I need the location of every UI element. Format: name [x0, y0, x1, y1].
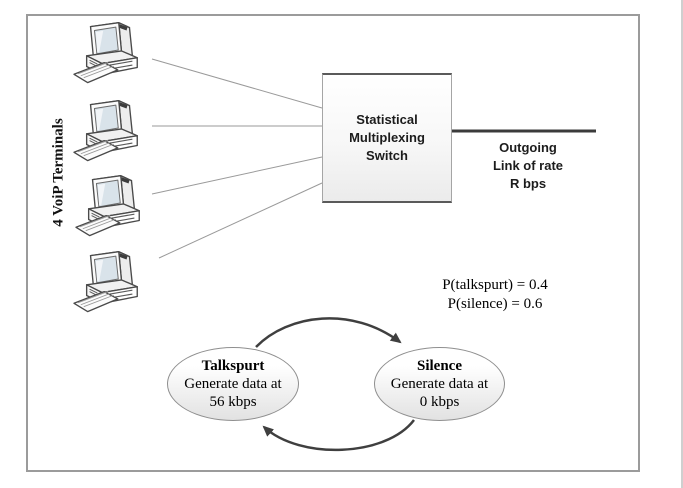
statistical-multiplexing-switch-box: Statistical Multiplexing Switch	[322, 73, 452, 203]
outgoing-link-label-line: Link of rate	[492, 158, 564, 173]
voip-terminal-icon	[71, 91, 149, 163]
outgoing-link-label: Outgoing Link of rate R bps	[463, 139, 593, 193]
screenshot-edge	[681, 0, 683, 488]
switch-label-line: Multiplexing	[349, 130, 425, 145]
voip-terminal-icon	[73, 166, 151, 238]
state-talkspurt: Talkspurt Generate data at 56 kbps	[167, 347, 299, 421]
state-name: Talkspurt	[201, 358, 265, 374]
switch-label-line: Statistical	[356, 112, 418, 127]
state-rate: 0 kbps	[419, 394, 460, 410]
terminals-label: 4 VoiP Terminals	[50, 118, 67, 227]
switch-label-line: Switch	[366, 148, 408, 163]
outgoing-link-label-line: Outgoing	[499, 140, 557, 155]
desktop-computer-icon	[71, 242, 149, 314]
voip-terminal-icon	[71, 13, 149, 85]
probability-annotations: P(talkspurt) = 0.4 P(silence) = 0.6	[405, 276, 585, 314]
prob-silence-text: P(silence) = 0.6	[447, 296, 543, 312]
state-rate: 56 kbps	[209, 394, 257, 410]
desktop-computer-icon	[71, 91, 149, 163]
desktop-computer-icon	[73, 166, 151, 238]
state-description: Generate data at	[390, 376, 489, 392]
prob-talkspurt-text: P(talkspurt) = 0.4	[442, 277, 548, 293]
voip-terminal-icon	[71, 242, 149, 314]
outgoing-link-label-line: R bps	[509, 176, 547, 191]
state-description: Generate data at	[184, 376, 282, 392]
state-silence: Silence Generate data at 0 kbps	[374, 347, 505, 421]
desktop-computer-icon	[71, 13, 149, 85]
state-name: Silence	[417, 358, 462, 374]
